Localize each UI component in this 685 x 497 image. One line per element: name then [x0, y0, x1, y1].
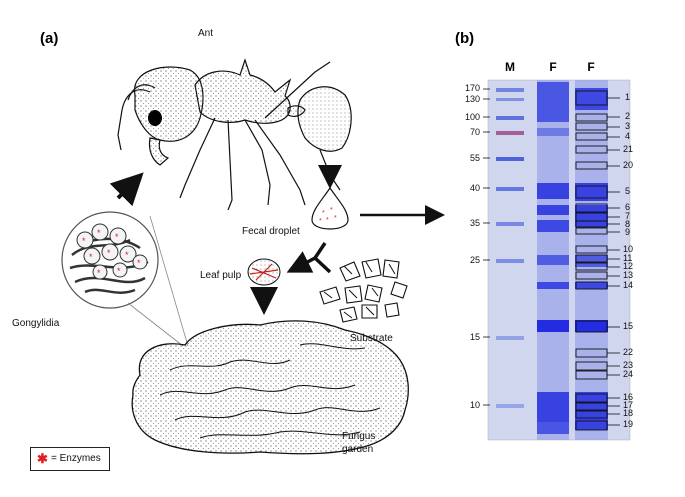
mw-label: 35	[469, 218, 480, 228]
panel-b-label: (b)	[455, 30, 475, 47]
sample-lane-1	[537, 80, 569, 440]
mw-label: 170	[464, 83, 480, 93]
mw-label: 130	[464, 94, 480, 104]
svg-text:*: *	[97, 228, 101, 238]
substrate-leaves	[319, 258, 408, 323]
band-number: 18	[623, 408, 634, 418]
band-leaders	[607, 97, 620, 426]
band-number: 11	[623, 253, 633, 263]
band-number: 17	[623, 400, 634, 410]
svg-text:*: *	[137, 258, 141, 268]
label-leaf-pulp: Leaf pulp	[200, 270, 242, 281]
band-number: 21	[623, 144, 634, 154]
arrow-to-ant	[109, 172, 144, 207]
ant-eye	[148, 110, 162, 126]
band-number: 22	[623, 347, 634, 357]
panel-a-label: (a)	[40, 30, 59, 47]
band-number: 2	[625, 111, 631, 121]
leaf-pulp	[247, 258, 281, 286]
lane-header-m: M	[505, 60, 515, 74]
band-number: 8	[625, 219, 631, 229]
marker-lane	[496, 88, 524, 408]
mw-label: 55	[469, 153, 480, 163]
band-number: 5	[625, 186, 631, 196]
band-number: 6	[625, 202, 631, 212]
band-number: 20	[623, 160, 634, 170]
band-number: 7	[625, 211, 631, 221]
enzyme-legend-text: = Enzymes	[51, 453, 101, 464]
label-ant: Ant	[198, 28, 214, 39]
lane-header-f2: F	[587, 60, 595, 74]
mw-label: 100	[464, 112, 480, 122]
band-number: 1	[625, 92, 631, 102]
band-number: 10	[623, 244, 634, 254]
mw-label: 25	[469, 255, 480, 265]
svg-text:*: *	[97, 268, 101, 278]
label-substrate: Substrate	[350, 333, 393, 344]
sample-lane-2	[575, 80, 608, 440]
lane-header-f1: F	[549, 60, 557, 74]
mw-label: 15	[469, 332, 480, 342]
branch-arrows	[299, 242, 332, 274]
fungus-garden	[131, 320, 409, 455]
svg-text:*: *	[322, 210, 325, 217]
ant-illustration	[117, 58, 352, 211]
band-number: 16	[623, 392, 634, 402]
label-fecal-droplet: Fecal droplet	[242, 226, 300, 237]
svg-text:*: *	[330, 207, 333, 214]
label-fungus-garden-1: Fungus	[342, 431, 376, 442]
mw-ticks	[483, 88, 490, 406]
band-number: 14	[623, 280, 634, 290]
garden-folds	[159, 343, 381, 439]
svg-text:*: *	[326, 217, 329, 224]
svg-text:*: *	[125, 250, 129, 260]
svg-text:*: *	[319, 218, 322, 225]
svg-text:*: *	[115, 232, 119, 242]
band-number: 23	[623, 360, 634, 370]
band-number: 24	[623, 369, 634, 379]
band-number: 12	[623, 261, 634, 271]
mw-label: 70	[469, 127, 480, 137]
label-gongylidia: Gongylidia	[12, 318, 60, 329]
svg-text:*: *	[89, 252, 93, 262]
mw-label: 10	[469, 400, 480, 410]
gongylidia-illustration: **** *****	[61, 211, 159, 309]
band-number: 15	[623, 321, 634, 331]
fecal-droplet: *****	[311, 186, 349, 230]
svg-text:*: *	[117, 266, 121, 276]
band-number: 4	[625, 131, 631, 141]
svg-text:*: *	[82, 236, 86, 246]
mw-label: 40	[469, 183, 480, 193]
label-fungus-garden-2: garden	[342, 444, 374, 455]
band-number: 19	[623, 419, 634, 429]
enzyme-legend: ✱ = Enzymes	[30, 447, 110, 471]
svg-text:*: *	[334, 215, 337, 222]
band-number: 9	[625, 227, 631, 237]
svg-text:*: *	[107, 248, 111, 258]
enzyme-star-icon: ✱	[37, 451, 48, 466]
band-number: 3	[625, 121, 631, 131]
band-number: 13	[623, 270, 634, 280]
zoom-lines	[127, 215, 189, 347]
